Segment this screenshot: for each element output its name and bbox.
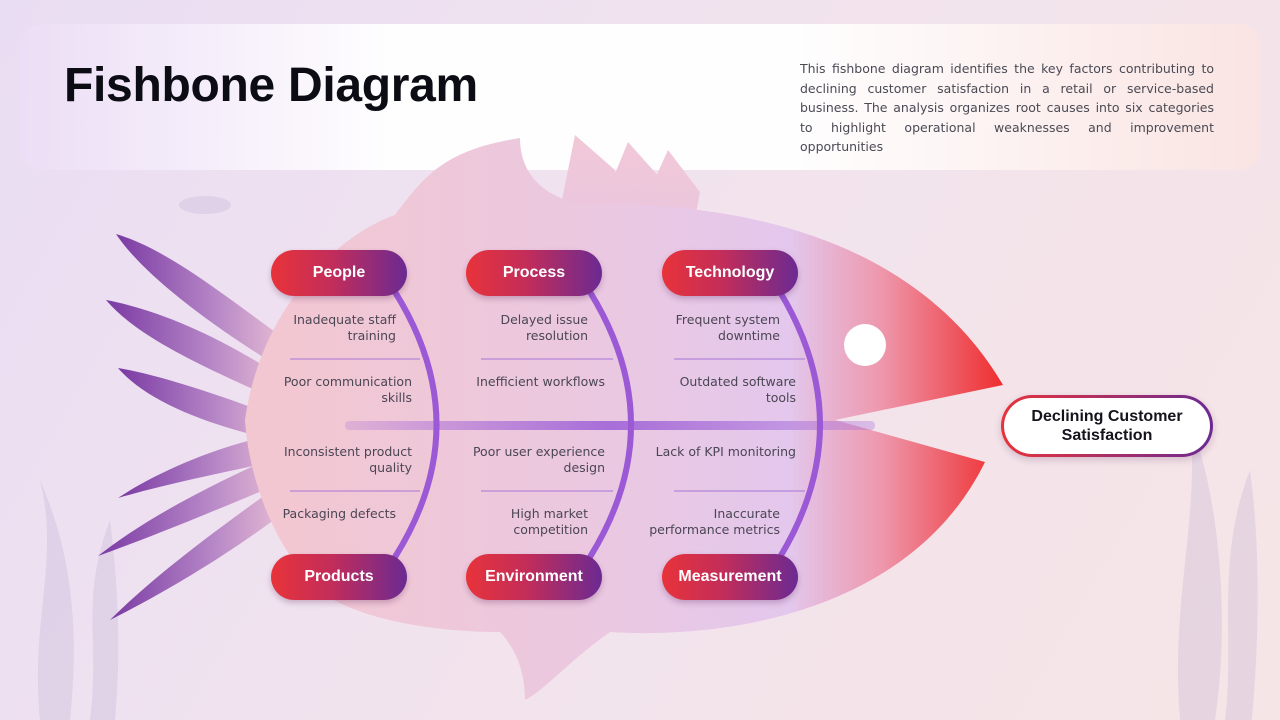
category-measurement: Measurement [662,554,798,600]
category-environment: Environment [466,554,602,600]
cause-text: Frequent system downtime [675,312,780,343]
fish-body [245,138,1003,700]
spine-line [345,421,875,430]
rib-bones [392,289,823,560]
cause-text: Poor user experience design [472,444,605,475]
dorsal-fins [560,135,700,214]
effect-box: Declining Customer Satisfaction [1001,395,1213,457]
cause-text: Inefficient workflows [476,374,605,389]
category-people: People [271,250,407,296]
category-process: Process [466,250,602,296]
cause-text: Packaging defects [282,506,396,521]
cause-text: Lack of KPI monitoring [655,444,796,459]
cause-text: Delayed issue resolution [500,312,588,343]
header-panel [20,24,1260,170]
separator-lines [290,358,805,492]
page-title: Fishbone Diagram [64,59,478,112]
category-technology: Technology [662,250,798,296]
description-text: This fishbone diagram identifies the key… [800,61,1214,154]
cause-text: Inconsistent product quality [283,444,412,475]
cause-text: Poor communication skills [283,374,412,405]
cause-text: Inaccurate performance metrics [649,506,780,537]
fish-eye [844,324,886,366]
category-products: Products [271,554,407,600]
cause-text: Inadequate staff training [293,312,396,343]
cause-text: Outdated software tools [679,374,796,405]
cause-text: High market competition [510,506,588,537]
